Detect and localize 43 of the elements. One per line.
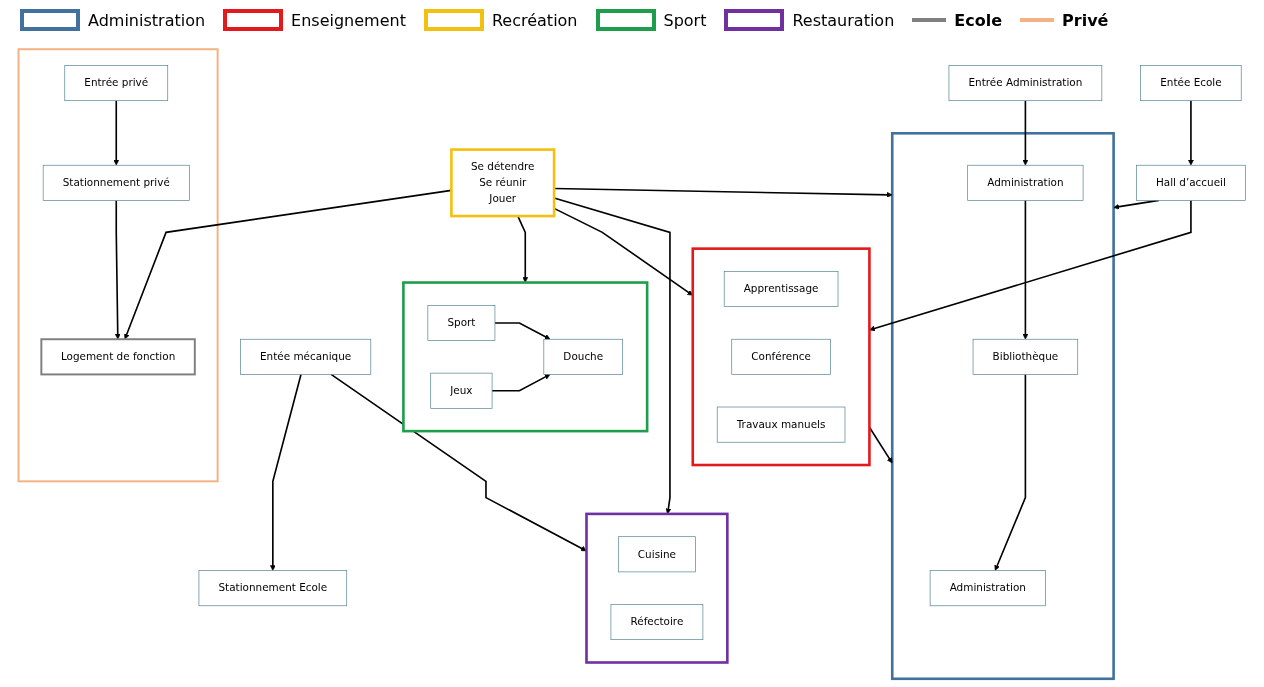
cluster	[17, 48, 219, 483]
arrow	[1188, 99, 1194, 166]
legend-label: Privé	[1062, 10, 1109, 30]
node-box: Travaux manuels	[716, 406, 846, 443]
legend-label: Enseignement	[291, 10, 406, 30]
legend-label: Sport	[663, 10, 707, 30]
legend-label: Restauration	[792, 10, 895, 30]
node-box: Logement de fonction	[40, 338, 196, 376]
node-box: Administration	[929, 570, 1046, 607]
node-box: Stationnement Ecole	[198, 570, 348, 607]
arrow	[994, 373, 1027, 571]
node-box: Sport	[427, 305, 496, 341]
node-box: Réfectoire	[610, 604, 704, 640]
node-box: Jeux	[430, 372, 493, 409]
node-box: Stationnement privé	[42, 164, 190, 201]
legend-label: Recréation	[491, 10, 578, 30]
arrow	[494, 322, 551, 340]
node-box: Hall d’accueil	[1136, 164, 1246, 201]
node-box: Entrée Administration	[948, 65, 1103, 102]
arrow	[114, 199, 121, 340]
node-box: Se détendre Se réunir Jouer	[450, 148, 556, 218]
cluster	[402, 281, 649, 433]
cluster	[585, 512, 729, 664]
arrow	[491, 374, 551, 392]
arrow	[330, 373, 587, 552]
arrow	[1022, 199, 1029, 340]
node-box: Conférence	[731, 338, 831, 375]
node-box: Entée mécanique	[240, 338, 372, 375]
legend-label: Ecole	[954, 10, 1003, 30]
cluster	[691, 247, 871, 467]
node-box: Bibliothèque	[972, 338, 1079, 375]
arrow	[113, 99, 120, 166]
arrow	[269, 373, 302, 571]
node-box: Entée Ecole	[1140, 65, 1242, 102]
node-box: Entrée privé	[64, 65, 169, 102]
node-box: Apprentissage	[723, 271, 839, 307]
cluster	[890, 132, 1115, 681]
node-box: Administration	[967, 164, 1084, 201]
node-box: Cuisine	[617, 536, 696, 573]
arrow	[1022, 99, 1029, 166]
legend-label: Administration	[88, 10, 206, 30]
arrow	[869, 199, 1192, 332]
node-box: Douche	[543, 338, 624, 375]
